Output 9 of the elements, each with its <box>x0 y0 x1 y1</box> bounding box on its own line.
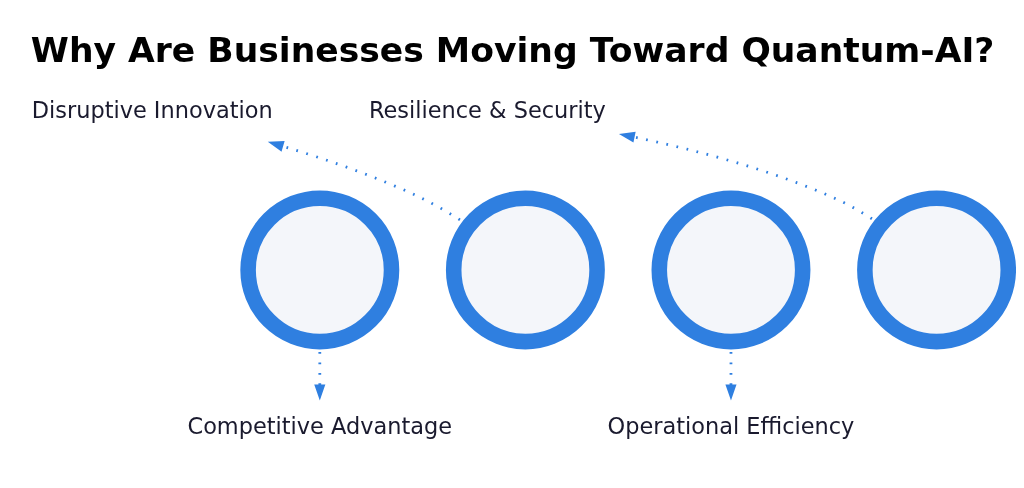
node-text: Resilience & Security <box>368 96 606 123</box>
node-circle <box>857 190 1016 350</box>
node-text: Competitive Advantage <box>187 412 453 439</box>
node-text: Operational Efficiency <box>607 412 855 439</box>
node-text: Disruptive Innovation <box>31 96 273 123</box>
diagram-title: Why Are Businesses Moving Toward Quantum-AI? <box>30 29 995 70</box>
node-circle <box>651 190 811 350</box>
node-circle <box>240 190 400 350</box>
node-circle <box>445 190 605 350</box>
